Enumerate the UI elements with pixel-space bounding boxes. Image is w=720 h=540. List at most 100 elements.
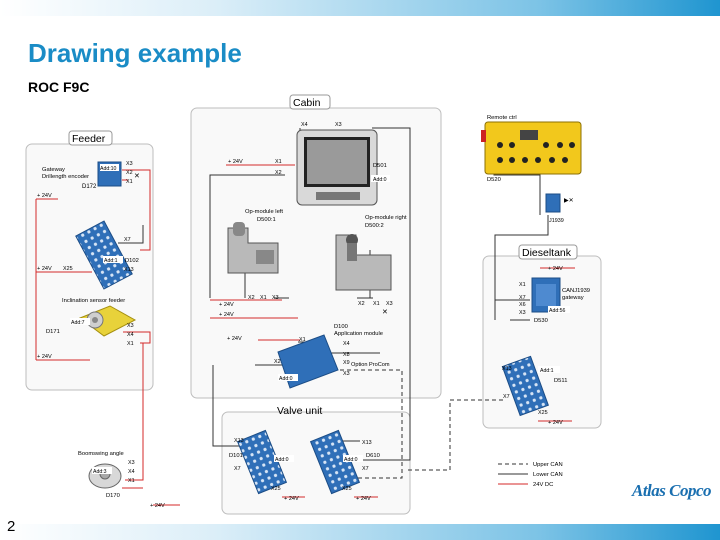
gateway-power: + 24V bbox=[37, 193, 52, 199]
close-mark-icon: ✕ bbox=[134, 173, 140, 180]
boomswing-x3: X3 bbox=[128, 460, 135, 466]
sensor-x4: X4 bbox=[127, 332, 134, 338]
d610-x25: X25 bbox=[342, 486, 352, 492]
sensor-id: D171 bbox=[46, 329, 60, 335]
op-right-id: D500:2 bbox=[365, 223, 384, 229]
sensor-x1: X1 bbox=[127, 341, 134, 347]
display-x3: X3 bbox=[335, 122, 342, 128]
display-id: D501 bbox=[373, 163, 387, 169]
sensor-addr: Add:7 bbox=[71, 320, 85, 326]
d610-addr: Add:0 bbox=[344, 457, 358, 463]
remote-label: Remote ctrl bbox=[487, 115, 517, 121]
j1939-connector bbox=[545, 193, 561, 213]
gateway-x1: X1 bbox=[126, 179, 133, 185]
legend-upper-can: Upper CAN bbox=[533, 462, 563, 468]
d102-id: D102 bbox=[125, 258, 139, 264]
display-addr: Add:0 bbox=[373, 177, 387, 183]
op-right-x3: X3 bbox=[386, 301, 393, 307]
j1939-label: J1939 bbox=[549, 218, 564, 224]
legend: Upper CAN Lower CAN 24V DC bbox=[498, 462, 563, 488]
remote-id: D520 bbox=[487, 177, 501, 183]
gateway-label: Gateway bbox=[42, 167, 65, 173]
op-right-x2: X2 bbox=[358, 301, 365, 307]
d101-id: D101 bbox=[229, 453, 243, 459]
app-x2: X2 bbox=[274, 359, 281, 365]
dieseltank-x7: X7 bbox=[519, 295, 526, 301]
feeder-label: Feeder bbox=[72, 133, 106, 145]
d511-power: + 24V bbox=[548, 420, 563, 426]
sensor-x3: X3 bbox=[127, 323, 134, 329]
op-power-2: + 24V bbox=[219, 312, 234, 318]
d101-x25: X25 bbox=[271, 486, 281, 492]
dieseltank-x6: X6 bbox=[519, 302, 526, 308]
slide-title: Drawing example bbox=[28, 38, 242, 68]
gateway-label-2: Drillength encoder bbox=[42, 174, 89, 180]
op-right-label: Op-module right bbox=[365, 215, 407, 221]
d610-x13: X13 bbox=[362, 440, 372, 446]
d102-module bbox=[75, 220, 133, 290]
remote-control bbox=[484, 121, 582, 175]
dieseltank-gateway-addr: Add:56 bbox=[549, 308, 566, 314]
valve-unit-label: Valve unit bbox=[277, 405, 322, 417]
d101-x7: X7 bbox=[234, 466, 241, 472]
d102-x7: X7 bbox=[124, 237, 131, 243]
app-x4: X4 bbox=[343, 341, 350, 347]
boomswing-x4: X4 bbox=[128, 469, 135, 475]
app-label: Application module bbox=[334, 331, 383, 337]
boomswing-x1: X1 bbox=[128, 478, 135, 484]
gateway-x3: X3 bbox=[126, 161, 133, 167]
close-mark-icon: ▶✕ bbox=[564, 198, 574, 204]
boomswing-label: Boomswing angle bbox=[78, 451, 124, 457]
power-wire bbox=[35, 198, 92, 361]
app-id: D100 bbox=[334, 324, 348, 330]
dieseltank-gateway-label: CANJ1939 bbox=[562, 288, 590, 294]
display-x4: X4 bbox=[301, 122, 308, 128]
op-right-x1: X1 bbox=[373, 301, 380, 307]
sensor-label: Inclination sensor feeder bbox=[62, 298, 125, 304]
op-left-power: + 24V bbox=[219, 302, 234, 308]
d102-addr: Add:1 bbox=[104, 258, 118, 264]
app-addr: Add:0 bbox=[279, 376, 293, 382]
legend-lower-can: Lower CAN bbox=[533, 472, 563, 478]
d511-x25: X25 bbox=[538, 410, 548, 416]
display-x1: X1 bbox=[275, 159, 282, 165]
display-x2: X2 bbox=[275, 170, 282, 176]
op-left-label: Op-module left bbox=[245, 209, 283, 215]
d511-x13: X13 bbox=[502, 366, 512, 372]
op-left-x2: X2 bbox=[248, 295, 255, 301]
page-number: 2 bbox=[7, 518, 16, 535]
d101-x13: X13 bbox=[234, 438, 244, 444]
boomswing-id: D170 bbox=[106, 493, 120, 499]
d102-power: + 24V bbox=[37, 266, 52, 272]
bottom-gradient-bar bbox=[0, 524, 720, 540]
op-left-x1: X1 bbox=[260, 295, 267, 301]
boomswing-addr: Add:3 bbox=[93, 469, 107, 475]
option-procom: Option ProCom bbox=[351, 362, 390, 368]
slide-subtitle: ROC F9C bbox=[28, 79, 90, 95]
d102-x25: X25 bbox=[63, 266, 73, 272]
d610-power: + 24V bbox=[356, 496, 371, 502]
display-power: + 24V bbox=[228, 159, 243, 165]
app-x9: X9 bbox=[343, 360, 350, 366]
power-wire bbox=[210, 299, 298, 319]
d101-addr: Add:0 bbox=[275, 457, 289, 463]
d511-id: D511 bbox=[554, 378, 567, 384]
op-left-x3: X3 bbox=[272, 295, 279, 301]
dieseltank-x3: X3 bbox=[519, 310, 526, 316]
dieseltank-label: Dieseltank bbox=[522, 247, 572, 259]
legend-power: 24V DC bbox=[533, 482, 553, 488]
d101-power: + 24V bbox=[284, 496, 299, 502]
gateway-x2: X2 bbox=[126, 170, 133, 176]
boomswing-power: + 24V bbox=[150, 503, 165, 509]
op-left-id: D500:1 bbox=[257, 217, 276, 223]
sensor-power: + 24V bbox=[37, 354, 52, 360]
close-mark-icon: ✕ bbox=[382, 309, 388, 316]
d610-id: D610 bbox=[366, 453, 380, 459]
app-power: + 24V bbox=[227, 336, 242, 342]
d511-addr: Add:1 bbox=[540, 368, 554, 374]
d102-x13: X13 bbox=[124, 267, 134, 273]
d511-x7: X7 bbox=[503, 394, 510, 400]
dieseltank-gateway-power: + 24V bbox=[548, 266, 563, 272]
app-x3: X3 bbox=[343, 371, 350, 377]
